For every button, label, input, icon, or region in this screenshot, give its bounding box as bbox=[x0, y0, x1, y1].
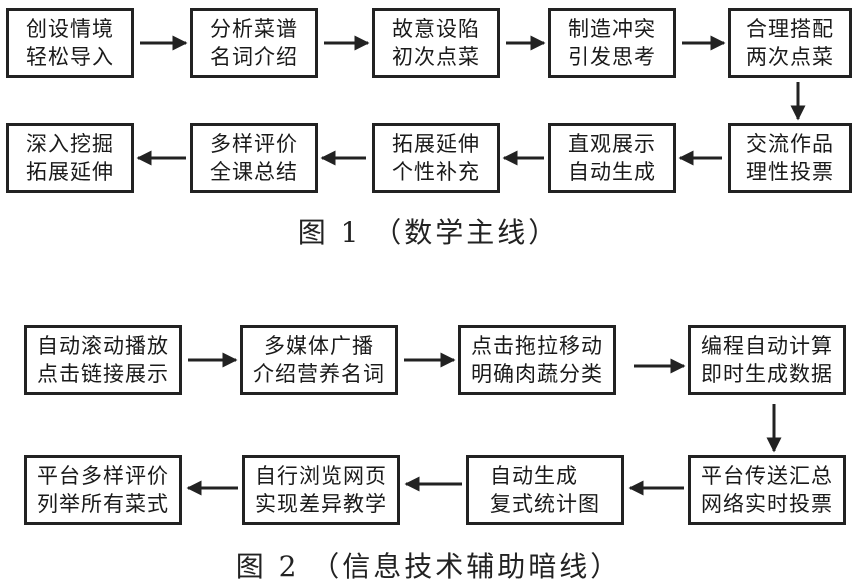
fig1-step-3-label: 故意设陷 初次点菜 bbox=[392, 17, 480, 69]
fig2-step-7: 自行浏览网页 实现差异教学 bbox=[242, 455, 400, 525]
fig2-step-3: 点击拖拉移动 明确肉蔬分类 bbox=[458, 325, 616, 395]
fig2-step-7-label: 自行浏览网页 实现差异教学 bbox=[255, 464, 387, 516]
fig1-step-8-label: 拓展延伸 个性补充 bbox=[392, 132, 480, 184]
fig2-step-1: 自动滚动播放 点击链接展示 bbox=[24, 325, 182, 395]
fig2-step-4-label: 编程自动计算 即时生成数据 bbox=[701, 334, 833, 386]
fig2-step-1-label: 自动滚动播放 点击链接展示 bbox=[37, 334, 169, 386]
fig2-step-6-label: 自动生成 复式统计图 bbox=[490, 464, 600, 516]
fig2-caption: 图 2 （信息技术辅助暗线） bbox=[235, 550, 622, 583]
fig1-step-2-label: 分析菜谱 名词介绍 bbox=[210, 17, 298, 69]
fig1-step-6: 交流作品 理性投票 bbox=[728, 123, 852, 193]
fig1-step-1: 创设情境 轻松导入 bbox=[6, 8, 134, 78]
fig1-step-4-label: 制造冲突 引发思考 bbox=[568, 17, 656, 69]
fig2-step-6: 自动生成 复式统计图 bbox=[466, 455, 624, 525]
fig2-step-8: 平台多样评价 列举所有菜式 bbox=[24, 455, 182, 525]
fig1-step-8: 拓展延伸 个性补充 bbox=[372, 123, 500, 193]
fig1-step-6-label: 交流作品 理性投票 bbox=[746, 132, 834, 184]
fig2-step-3-label: 点击拖拉移动 明确肉蔬分类 bbox=[471, 334, 603, 386]
fig1-step-10: 深入挖掘 拓展延伸 bbox=[6, 123, 134, 193]
fig1-step-5-label: 合理搭配 两次点菜 bbox=[746, 17, 834, 69]
fig1-step-5: 合理搭配 两次点菜 bbox=[728, 8, 852, 78]
fig1-step-7: 直观展示 自动生成 bbox=[548, 123, 676, 193]
fig1-step-7-label: 直观展示 自动生成 bbox=[568, 132, 656, 184]
fig1-step-9: 多样评价 全课总结 bbox=[190, 123, 318, 193]
fig1-step-9-label: 多样评价 全课总结 bbox=[210, 132, 298, 184]
fig1-step-10-label: 深入挖掘 拓展延伸 bbox=[26, 132, 114, 184]
fig2-step-5-label: 平台传送汇总 网络实时投票 bbox=[701, 464, 833, 516]
fig1-step-2: 分析菜谱 名词介绍 bbox=[190, 8, 318, 78]
fig2-step-4: 编程自动计算 即时生成数据 bbox=[688, 325, 846, 395]
fig1-caption: 图 1 （数学主线） bbox=[297, 216, 560, 249]
fig2-step-2: 多媒体广播 介绍营养名词 bbox=[240, 325, 398, 395]
fig1-step-3: 故意设陷 初次点菜 bbox=[372, 8, 500, 78]
fig2-step-5: 平台传送汇总 网络实时投票 bbox=[688, 455, 846, 525]
fig2-step-8-label: 平台多样评价 列举所有菜式 bbox=[37, 464, 169, 516]
fig2-step-2-label: 多媒体广播 介绍营养名词 bbox=[253, 334, 385, 386]
fig1-step-1-label: 创设情境 轻松导入 bbox=[26, 17, 114, 69]
fig1-step-4: 制造冲突 引发思考 bbox=[548, 8, 676, 78]
